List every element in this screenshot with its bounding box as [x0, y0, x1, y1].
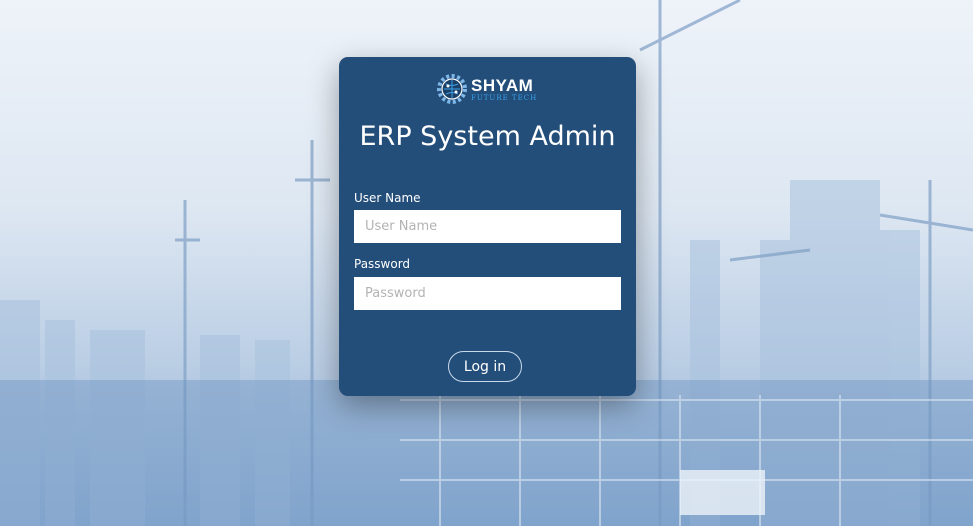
- password-label: Password: [354, 257, 411, 271]
- login-card: SHYAM FUTURE TECH ERP System Admin User …: [339, 57, 636, 396]
- username-input[interactable]: [354, 210, 621, 243]
- page-title: ERP System Admin: [359, 121, 616, 152]
- company-logo: SHYAM FUTURE TECH: [435, 71, 537, 107]
- login-button[interactable]: Log in: [448, 351, 522, 382]
- gear-globe-icon: [437, 74, 467, 104]
- password-input[interactable]: [354, 277, 621, 310]
- username-label: User Name: [354, 191, 421, 205]
- logo-tagline: FUTURE TECH: [471, 93, 538, 102]
- logo-name: SHYAM: [471, 75, 534, 95]
